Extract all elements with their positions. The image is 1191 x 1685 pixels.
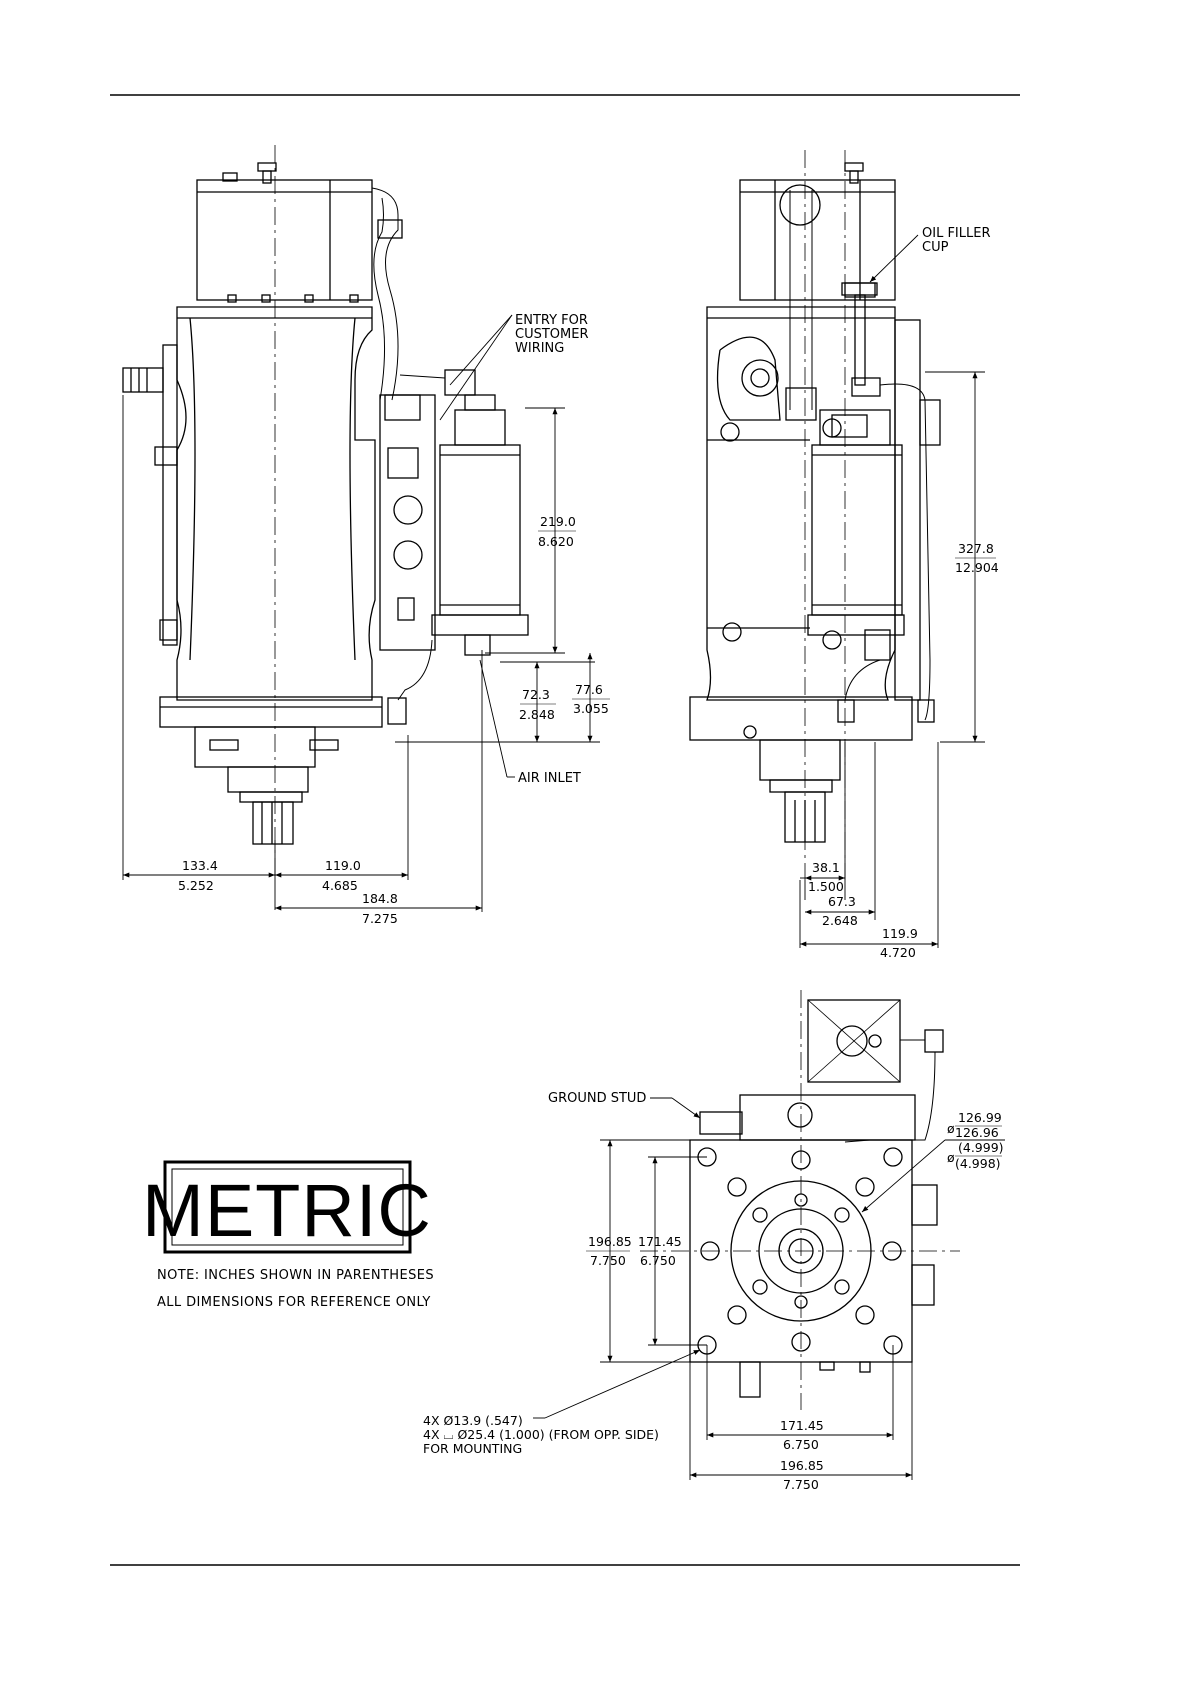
dim-77-6-in: 3.055 <box>573 701 609 716</box>
mounting-note-1: 4X Ø13.9 (.547) <box>423 1413 523 1428</box>
callout-entry-wiring-1: ENTRY FOR <box>515 313 588 328</box>
pilot-dia-symbol-1: ø <box>947 1121 955 1136</box>
dim-196-85-h-mm: 196.85 <box>780 1458 824 1473</box>
dim-72-3-in: 2.848 <box>519 707 555 722</box>
dim-171-45-v-in: 6.750 <box>640 1253 676 1268</box>
dim-119-9-mm: 119.9 <box>882 926 918 941</box>
dim-38-1-mm: 38.1 <box>812 860 840 875</box>
note-inches: NOTE: INCHES SHOWN IN PARENTHESES <box>157 1268 434 1283</box>
dim-184-8-in: 7.275 <box>362 911 398 926</box>
callout-entry-wiring-2: CUSTOMER <box>515 327 588 342</box>
callout-oil-filler-2: CUP <box>922 240 949 255</box>
side-view-right <box>689 150 941 880</box>
dim-38-1-in: 1.500 <box>808 879 844 894</box>
front-view <box>640 990 960 1410</box>
dim-171-45-v-mm: 171.45 <box>638 1234 682 1249</box>
note-reference: ALL DIMENSIONS FOR REFERENCE ONLY <box>157 1295 431 1310</box>
callout-oil-filler-1: OIL FILLER <box>922 226 991 241</box>
dim-67-3-in: 2.648 <box>822 913 858 928</box>
metric-stamp: METRIC <box>142 1160 432 1254</box>
callout-entry-wiring-3: WIRING <box>515 341 564 356</box>
dim-133-4-mm: 133.4 <box>182 858 218 873</box>
dim-196-85-v-in: 7.750 <box>590 1253 626 1268</box>
pilot-dia-in-max: (4.999) <box>958 1140 1004 1155</box>
metric-stamp-text: METRIC <box>142 1169 432 1252</box>
callout-ground-stud: GROUND STUD <box>548 1091 646 1106</box>
dim-119-9-in: 4.720 <box>880 945 916 960</box>
dim-219-0-in: 8.620 <box>538 534 574 549</box>
dim-327-8-in: 12.904 <box>955 560 999 575</box>
pilot-dia-symbol-2: ø <box>947 1150 955 1165</box>
dim-196-85-h-in: 7.750 <box>783 1477 819 1492</box>
dim-119-0-mm: 119.0 <box>325 858 361 873</box>
pilot-dia-mm-max: 126.99 <box>958 1110 1002 1125</box>
left-view-dimensions <box>122 314 600 912</box>
dim-171-45-h-mm: 171.45 <box>780 1418 824 1433</box>
right-view-dimensions <box>799 234 985 948</box>
dim-327-8-mm: 327.8 <box>958 541 994 556</box>
dim-133-4-in: 5.252 <box>178 878 214 893</box>
mounting-note-3: FOR MOUNTING <box>423 1441 522 1456</box>
pilot-dia-mm-min: 126.96 <box>955 1125 999 1140</box>
dim-119-0-in: 4.685 <box>322 878 358 893</box>
mounting-note-2: 4X ⌴ Ø25.4 (1.000) (FROM OPP. SIDE) <box>423 1427 659 1442</box>
dim-171-45-h-in: 6.750 <box>783 1437 819 1452</box>
dim-196-85-v-mm: 196.85 <box>588 1234 632 1249</box>
side-view-left <box>122 145 529 880</box>
dim-184-8-mm: 184.8 <box>362 891 398 906</box>
dim-77-6-mm: 77.6 <box>575 682 603 697</box>
callout-air-inlet: AIR INLET <box>518 771 581 786</box>
dim-72-3-mm: 72.3 <box>522 687 550 702</box>
pilot-dia-in-min: (4.998) <box>955 1156 1001 1171</box>
dim-219-0-mm: 219.0 <box>540 514 576 529</box>
dim-67-3-mm: 67.3 <box>828 894 856 909</box>
